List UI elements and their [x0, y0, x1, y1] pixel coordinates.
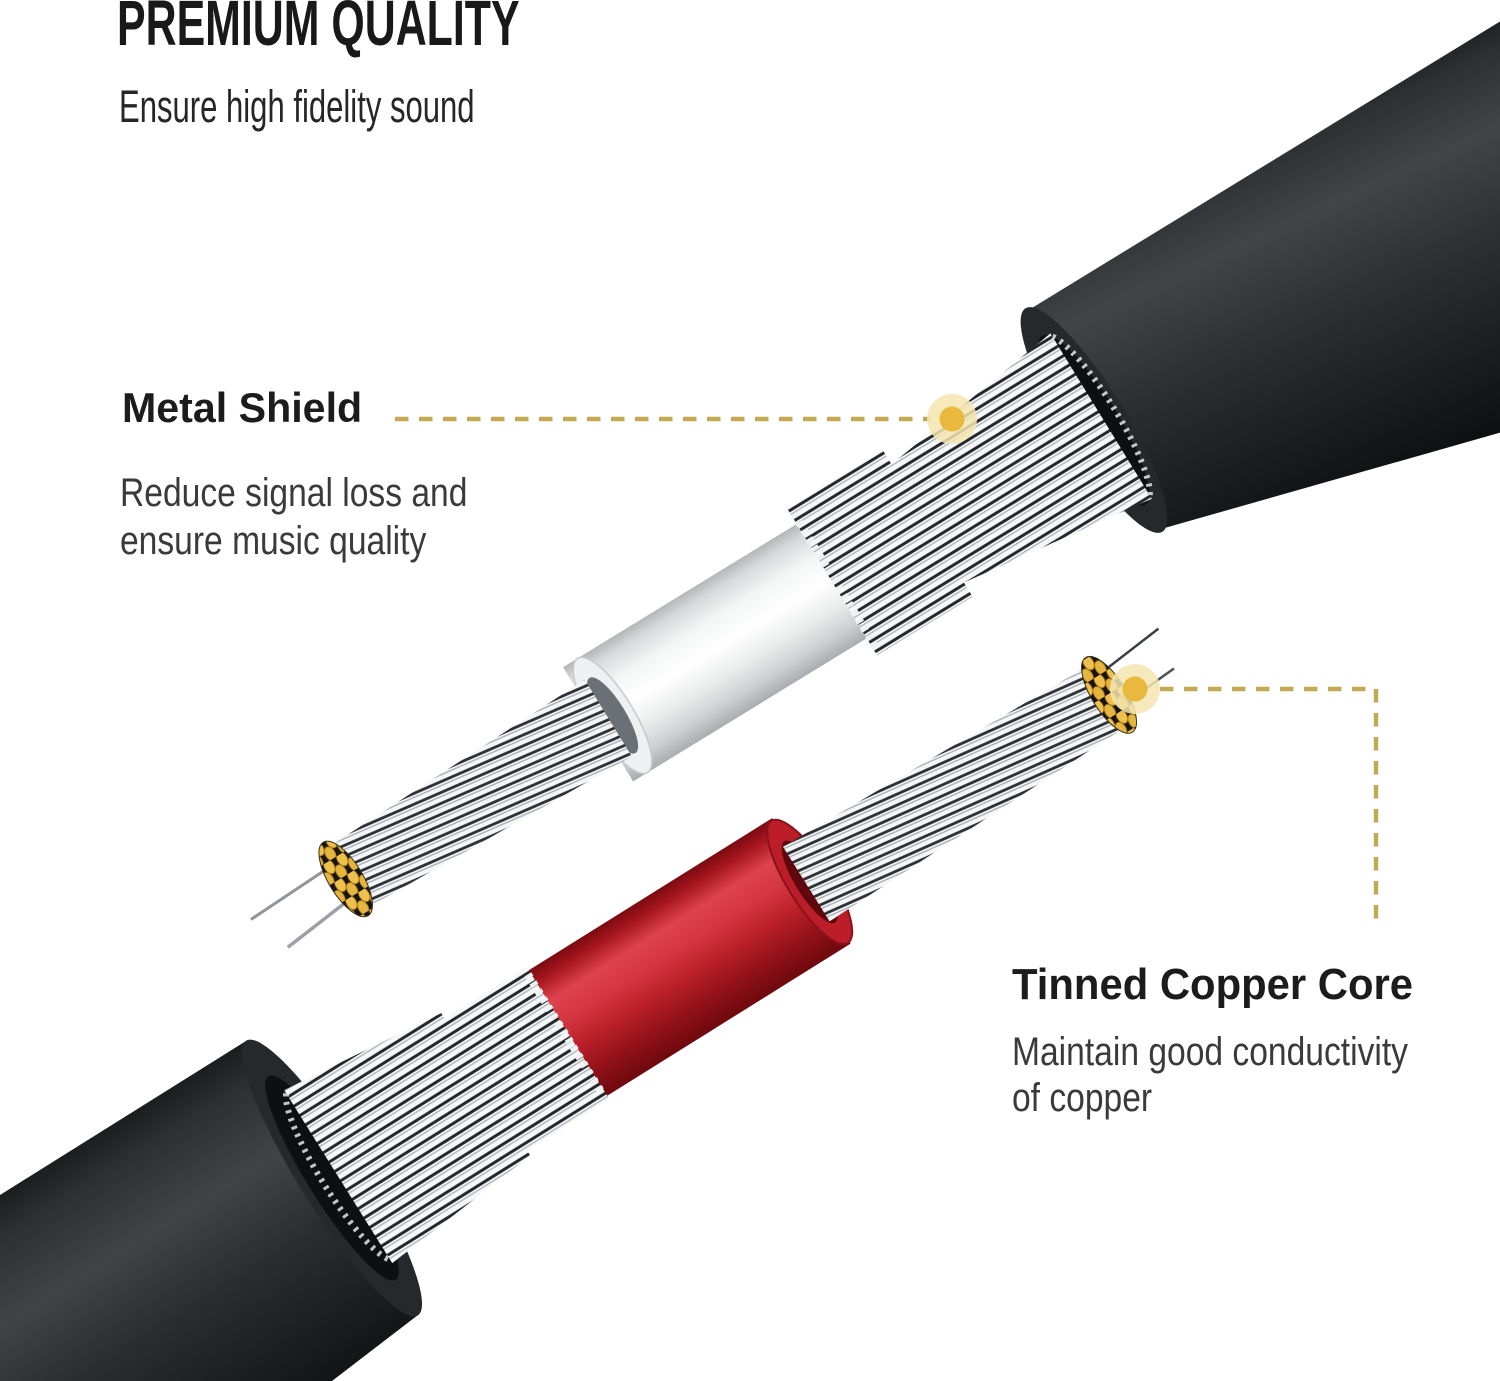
page-title: PREMIUM QUALITY — [117, 0, 520, 59]
tinned-copper-core-description: Maintain good conductivity of copper — [1012, 1030, 1408, 1120]
copper-core-connector — [1110, 664, 1379, 921]
metal-shield-fan — [284, 1013, 531, 1264]
white-insulation-tube — [563, 515, 881, 782]
metal-shield-connector — [395, 394, 977, 444]
page-subtitle: Ensure high fidelity sound — [119, 81, 475, 132]
gold-dot-marker — [1122, 676, 1148, 702]
metal-shield-label: Metal Shield — [122, 384, 363, 431]
shield-serration-at-jacket — [282, 1092, 392, 1263]
white-insulation-hole — [587, 677, 639, 754]
gold-dot-marker — [939, 406, 965, 432]
jacket-hole — [265, 1075, 399, 1281]
shield-wrap-serration — [790, 511, 879, 650]
shield-wrap-on-white — [787, 450, 973, 656]
tinned-copper-core-label: Tinned Copper Core — [1012, 960, 1414, 1009]
metal-shield-fan — [889, 333, 1152, 584]
shield-wrap-on-red — [441, 966, 610, 1153]
white-wire-assembly — [250, 333, 1153, 949]
shield-serration-at-jacket — [1051, 333, 1153, 496]
copper-core-tip-white-wire — [318, 840, 373, 918]
tinned-conductor-bundle-red — [782, 667, 1124, 922]
red-wire-assembly — [282, 627, 1175, 1264]
jacket-body — [1026, 21, 1500, 529]
tinned-conductor-bundle-white — [328, 679, 632, 909]
metal-shield-description: Reduce signal loss and ensure music qual… — [120, 471, 468, 563]
dashed-leader-line — [1160, 686, 1379, 921]
